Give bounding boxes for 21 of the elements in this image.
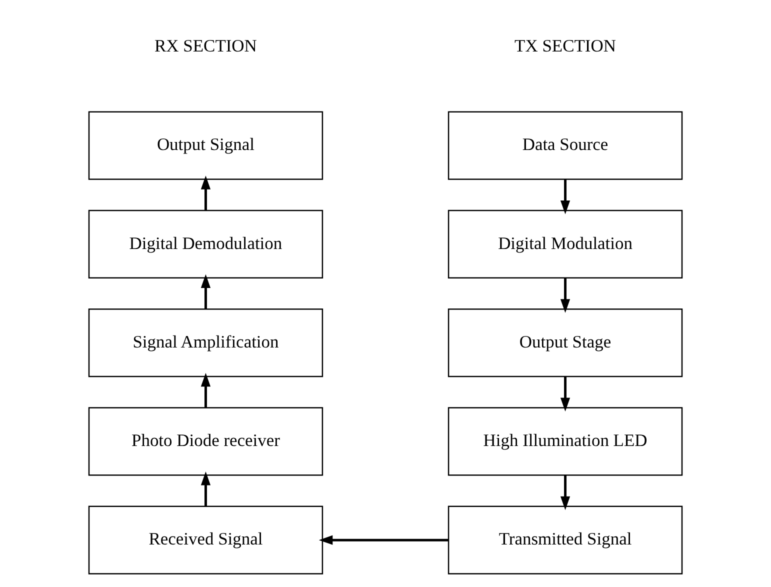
arrow xyxy=(560,179,570,214)
arrow xyxy=(560,475,570,510)
arrow xyxy=(200,274,211,310)
node-box: Transmitted Signal xyxy=(448,506,683,574)
arrow xyxy=(318,535,448,545)
label: TX SECTION xyxy=(514,36,616,56)
node-box: Data Source xyxy=(448,111,683,180)
label: RX SECTION xyxy=(154,36,257,56)
arrow xyxy=(560,376,570,412)
arrow xyxy=(200,471,211,506)
node-box: Received Signal xyxy=(88,506,324,574)
arrow xyxy=(200,372,211,408)
node-box: Output Signal xyxy=(88,111,324,180)
node-box: Output Stage xyxy=(448,308,683,378)
node-box: Photo Diode receiver xyxy=(88,407,324,476)
arrow xyxy=(560,278,570,313)
node-box: Digital Demodulation xyxy=(88,210,324,279)
node-box: High Illumination LED xyxy=(448,407,683,476)
arrow xyxy=(200,176,211,210)
node-box: Signal Amplification xyxy=(88,308,324,378)
node-box: Digital Modulation xyxy=(448,210,683,279)
